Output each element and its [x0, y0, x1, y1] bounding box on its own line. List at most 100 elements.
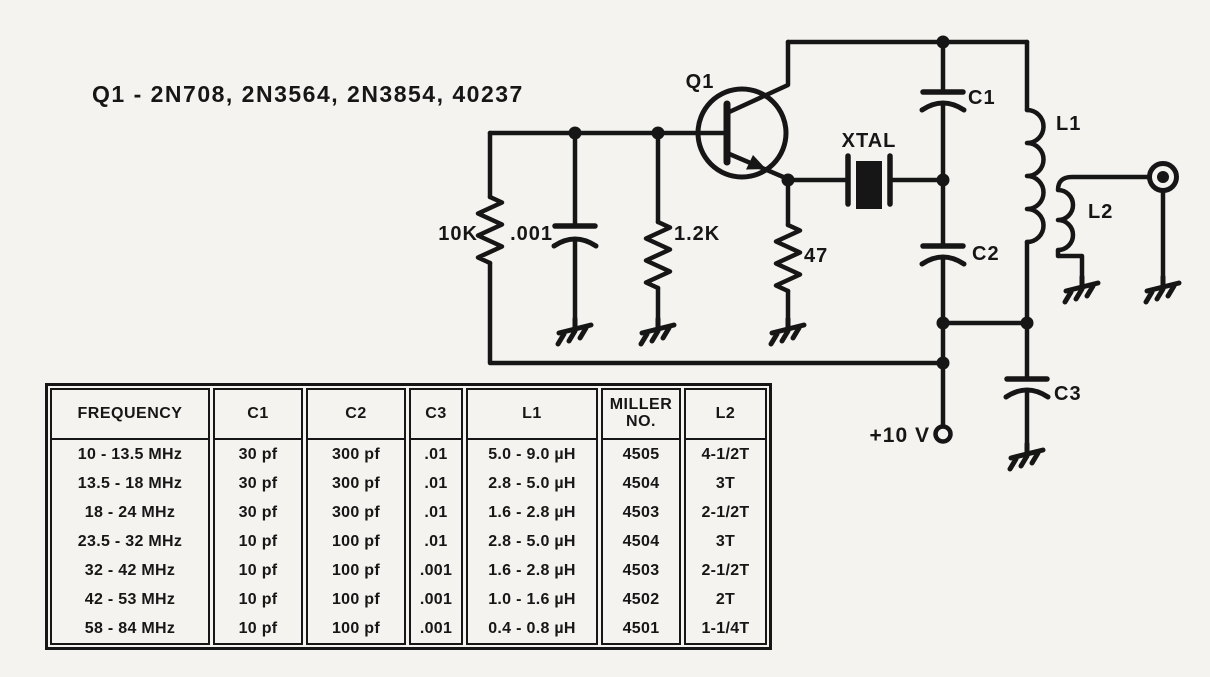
inductor-l1-label: L1 [1056, 113, 1081, 135]
table-cell: 2T [715, 590, 736, 608]
transistor-options-title: Q1 - 2N708, 2N3564, 2N3854, 40237 [92, 81, 524, 107]
table-cell: .01 [424, 445, 448, 463]
table-column-c1: C1 30 pf 30 pf 30 pf 10 pf 10 pf 10 pf 1… [213, 388, 303, 645]
transistor-q1-label: Q1 [686, 71, 715, 93]
resistor-10k-label: 10K [438, 223, 478, 245]
table-cell: 4504 [622, 474, 660, 492]
ground-symbols [555, 274, 1182, 472]
table-cell: 3T [715, 474, 736, 492]
table-cell: 10 pf [238, 532, 278, 550]
table-cell: 13.5 - 18 MHz [77, 474, 183, 492]
table-column-miller-no: MILLER NO. 4505 4504 4503 4504 4503 4502… [601, 388, 681, 645]
table-cell: .001 [419, 590, 453, 608]
table-cell: 58 - 84 MHz [84, 619, 176, 637]
table-column-l1: L1 5.0 - 9.0 µH 2.8 - 5.0 µH 1.6 - 2.8 µ… [466, 388, 598, 645]
column-header-miller-no: MILLER NO. [603, 390, 679, 440]
table-cell: 10 pf [238, 619, 278, 637]
transistor-q1-symbol [695, 39, 791, 182]
table-cell: 100 pf [331, 619, 381, 637]
column-header-l1: L1 [468, 390, 596, 440]
ground-icon [1062, 274, 1101, 305]
table-cell: 30 pf [238, 503, 278, 521]
capacitor-c2-label: C2 [972, 243, 1000, 265]
table-cell: .01 [424, 532, 448, 550]
table-cell: 4503 [622, 503, 660, 521]
table-cell: 23.5 - 32 MHz [77, 532, 183, 550]
column-header-c3: C3 [411, 390, 461, 440]
table-cell: .001 [419, 561, 453, 579]
table-cell: 4501 [622, 619, 660, 637]
table-cell: 32 - 42 MHz [84, 561, 176, 579]
supply-voltage-label: +10 V [870, 424, 930, 447]
table-cell: 42 - 53 MHz [84, 590, 176, 608]
resistor-47 [773, 177, 803, 325]
inductor-l2-label: L2 [1088, 201, 1113, 223]
table-cell: 100 pf [331, 590, 381, 608]
capacitor-c1-label: C1 [968, 87, 996, 109]
resistor-10k [475, 130, 946, 366]
resistor-1-2k [643, 130, 673, 325]
output-connector [1147, 161, 1179, 283]
table-cell: .001 [419, 619, 453, 637]
table-cell: 10 pf [238, 590, 278, 608]
crystal-xtal-symbol [785, 153, 946, 209]
table-cell: 4502 [622, 590, 660, 608]
table-cell: .01 [424, 474, 448, 492]
supply-terminal [933, 424, 953, 444]
resistor-47-label: 47 [804, 245, 828, 267]
table-cell: 4504 [622, 532, 660, 550]
crystal-xtal-label: XTAL [842, 130, 897, 152]
column-header-c2: C2 [308, 390, 404, 440]
table-cell: 2.8 - 5.0 µH [488, 532, 576, 550]
table-column-c2: C2 300 pf 300 pf 300 pf 100 pf 100 pf 10… [306, 388, 406, 645]
inductor-l2 [1055, 174, 1152, 283]
table-cell: 10 - 13.5 MHz [77, 445, 183, 463]
table-column-c3: C3 .01 .01 .01 .01 .001 .001 .001 [409, 388, 463, 645]
junction-dots [568, 35, 1034, 370]
capacitor-c3 [1003, 320, 1051, 450]
table-cell: 4-1/2T [701, 445, 750, 463]
collector-wire [724, 39, 791, 116]
capacitor-001-label: .001 [510, 223, 553, 245]
table-cell: 100 pf [331, 532, 381, 550]
table-cell: 30 pf [238, 445, 278, 463]
ground-icon [1007, 441, 1046, 472]
inductor-l1 [1024, 39, 1046, 326]
capacitor-001 [551, 130, 599, 325]
table-cell: 30 pf [238, 474, 278, 492]
ground-icon [1143, 274, 1182, 305]
supply-bottom-rail [487, 260, 946, 366]
table-cell: 0.4 - 0.8 µH [488, 619, 576, 637]
table-cell: 4503 [622, 561, 660, 579]
table-cell: 10 pf [238, 561, 278, 579]
table-cell: 1.6 - 2.8 µH [488, 503, 576, 521]
table-cell: 5.0 - 9.0 µH [488, 445, 576, 463]
table-cell: 3T [715, 532, 736, 550]
resistor-1-2k-label: 1.2K [674, 223, 720, 245]
table-cell: 2-1/2T [701, 561, 750, 579]
capacitor-c1 [919, 39, 967, 183]
emitter-arrow [746, 155, 766, 170]
column-header-c1: C1 [215, 390, 301, 440]
table-column-frequency: FREQUENCY 10 - 13.5 MHz 13.5 - 18 MHz 18… [50, 388, 210, 645]
ground-icon [638, 316, 677, 347]
column-header-l2: L2 [686, 390, 765, 440]
table-column-l2: L2 4-1/2T 3T 2-1/2T 3T 2-1/2T 2T 1-1/4T [684, 388, 767, 645]
table-cell: 1.6 - 2.8 µH [488, 561, 576, 579]
column-header-frequency: FREQUENCY [52, 390, 208, 440]
table-cell: 1-1/4T [701, 619, 750, 637]
table-cell: 300 pf [331, 503, 381, 521]
table-cell: 1.0 - 1.6 µH [488, 590, 576, 608]
table-cell: 2.8 - 5.0 µH [488, 474, 576, 492]
table-cell: 100 pf [331, 561, 381, 579]
parts-table: FREQUENCY 10 - 13.5 MHz 13.5 - 18 MHz 18… [45, 383, 772, 650]
table-cell: 300 pf [331, 474, 381, 492]
table-cell: 300 pf [331, 445, 381, 463]
ground-icon [555, 316, 594, 347]
table-cell: 2-1/2T [701, 503, 750, 521]
table-cell: .01 [424, 503, 448, 521]
table-cell: 18 - 24 MHz [84, 503, 176, 521]
ground-icon [768, 316, 807, 347]
